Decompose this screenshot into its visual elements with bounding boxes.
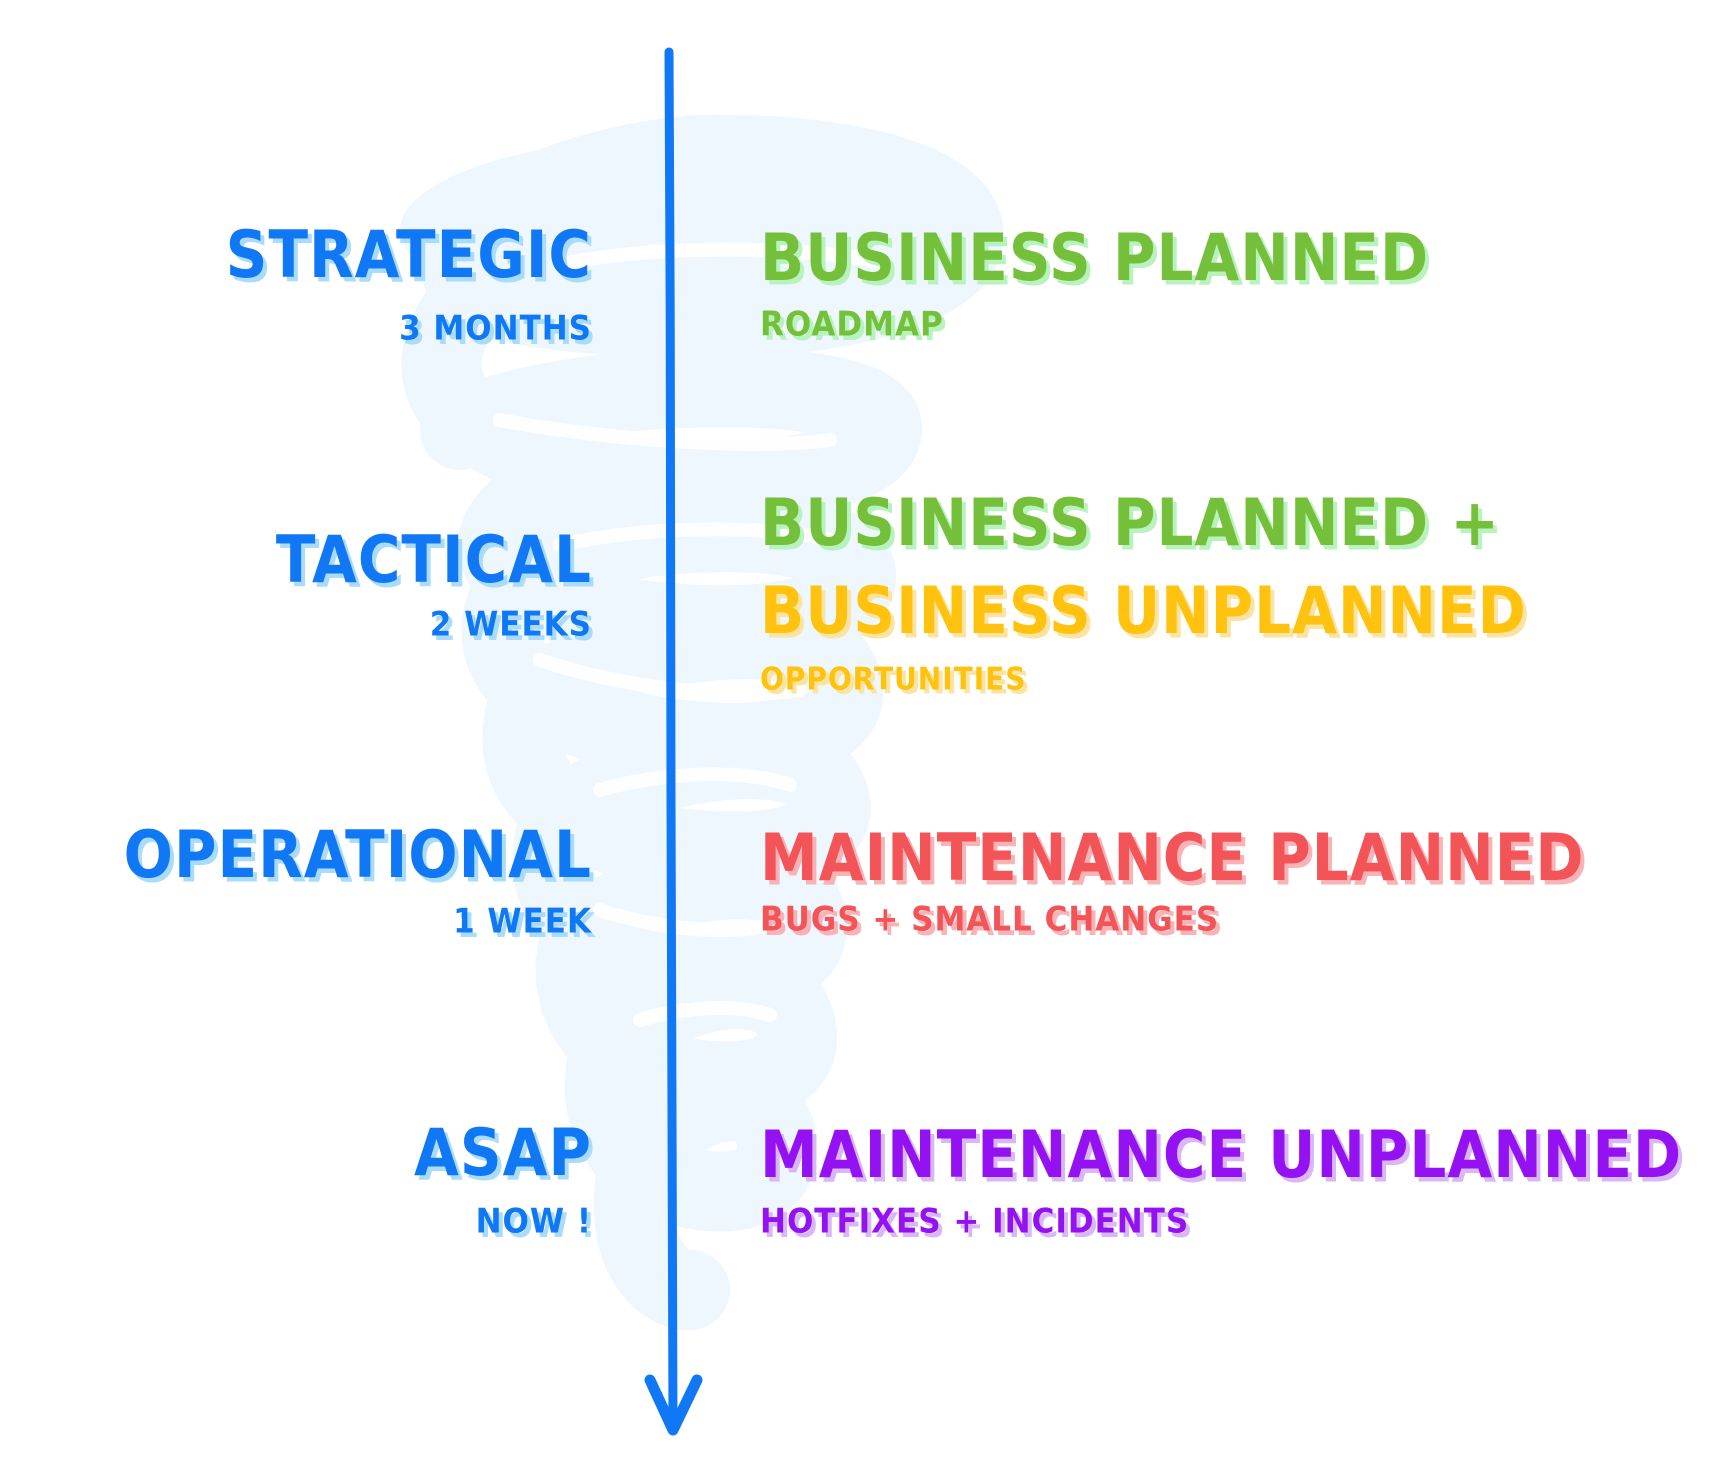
horizon-title-strategic: Strategic — [225, 216, 592, 293]
work-type-maintenance-planned: Maintenance Planned — [760, 819, 1585, 896]
work-note-opportunities: Opportunities — [760, 660, 1027, 697]
horizon-title-asap: ASAP — [413, 1114, 592, 1191]
horizon-duration-now: Now ! — [475, 1201, 592, 1242]
work-note-hotfixes-incidents: Hotfixes + Incidents — [760, 1201, 1190, 1242]
work-type-maintenance-unplanned: Maintenance Unplanned — [760, 1116, 1683, 1193]
work-note-roadmap: Roadmap — [760, 304, 944, 345]
horizon-duration-strategic: 3 months — [399, 308, 592, 349]
horizon-title-tactical: Tactical — [275, 521, 592, 598]
horizon-duration-operational: 1 week — [453, 901, 592, 942]
work-note-bugs-small-changes: Bugs + Small Changes — [760, 899, 1220, 940]
work-type-business-planned-plus: Business Planned + — [760, 484, 1500, 561]
horizon-duration-tactical: 2 weeks — [429, 604, 592, 645]
horizon-title-operational: Operational — [123, 816, 592, 893]
down-arrow-icon — [644, 1374, 703, 1436]
work-type-business-unplanned: Business Unplanned — [760, 572, 1527, 649]
work-type-business-planned: Business Planned — [760, 219, 1430, 296]
